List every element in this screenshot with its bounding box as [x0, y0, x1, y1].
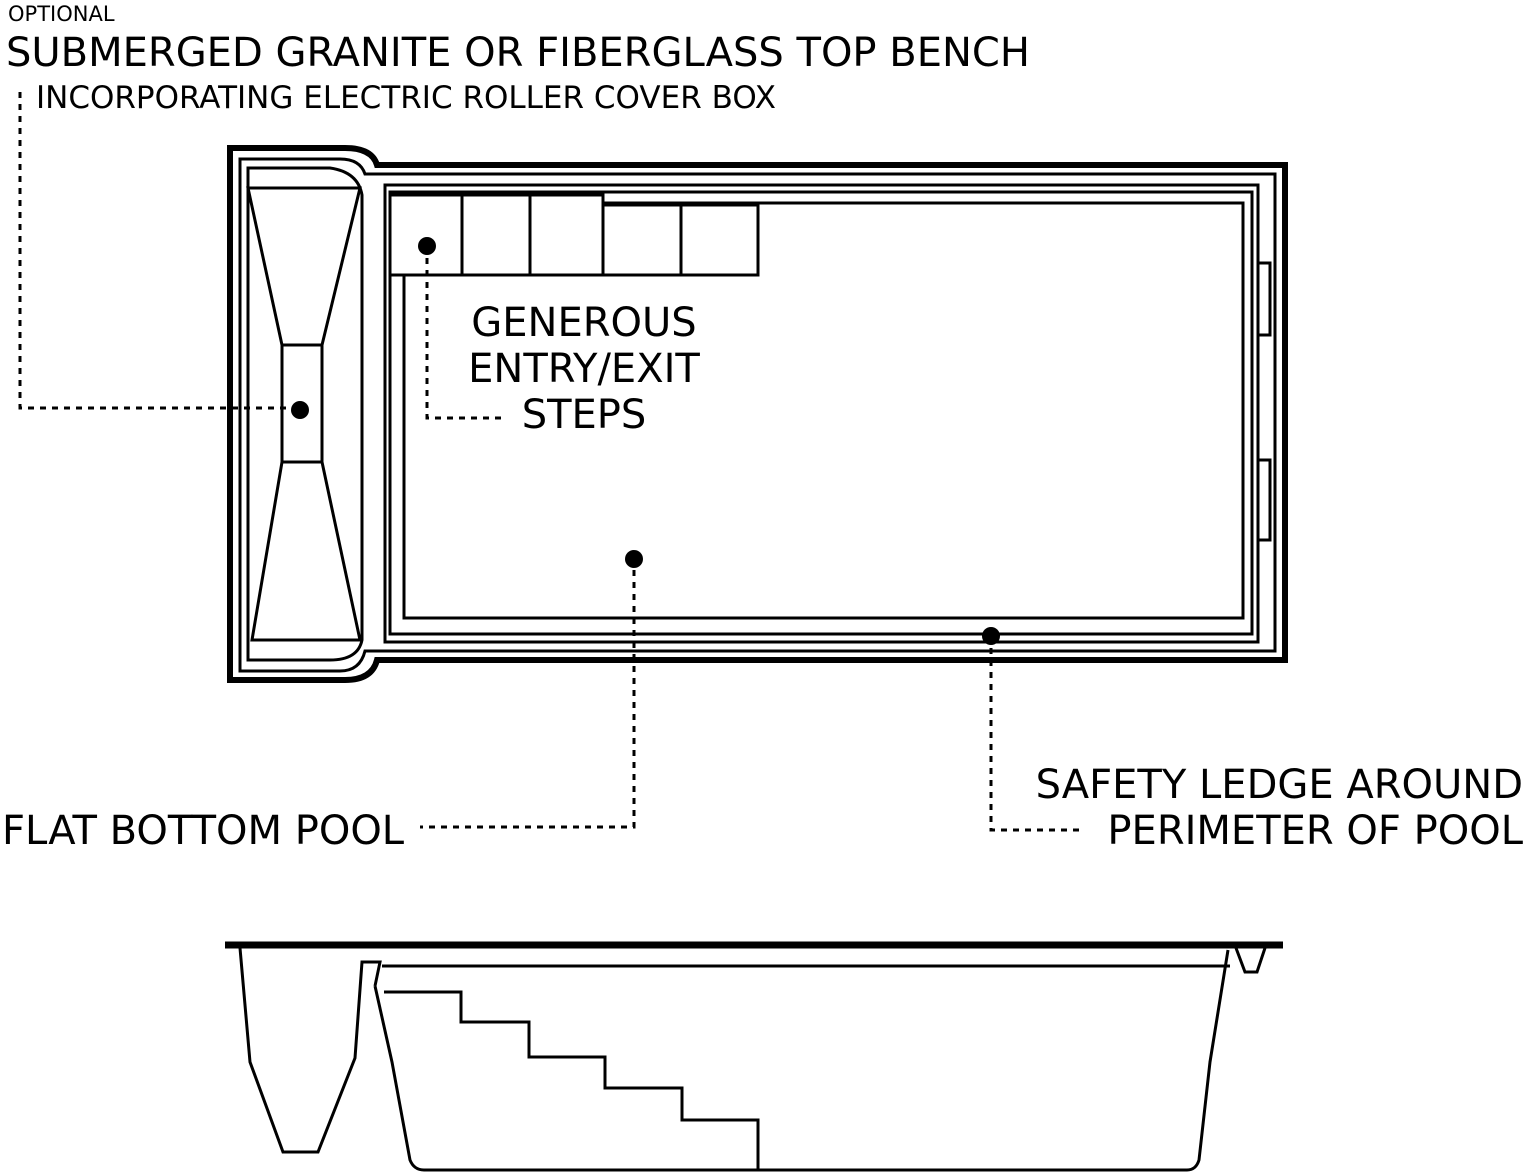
step-3 [528, 193, 605, 277]
flat-bottom-leader [420, 558, 636, 829]
flat-bottom-dot [625, 550, 643, 568]
skimmer-notch-bottom [1258, 458, 1272, 542]
steps-label-line: GENEROUS [471, 300, 697, 346]
ledge-middle [388, 190, 1254, 636]
pool-inner-outline [238, 157, 1277, 673]
pool-outer-outline [227, 145, 1288, 683]
section-view [225, 941, 1283, 1172]
bench-leader [18, 92, 300, 410]
steps-label: GENEROUS ENTRY/EXIT STEPS [462, 300, 706, 438]
callout-leaders [18, 92, 1085, 832]
safety-ledge-dot [982, 627, 1000, 645]
skimmer-section [1234, 947, 1267, 974]
step-5 [679, 203, 760, 277]
bench-section [238, 947, 382, 1154]
pool-shell-section [373, 949, 1230, 1172]
bench-dot [291, 401, 309, 419]
pool-floor-outline [402, 201, 1245, 620]
bench-outline [246, 166, 364, 662]
skimmer-notch-top [1258, 261, 1272, 337]
safety-ledge-label: SAFETY LEDGE AROUND PERIMETER OF POOL [1036, 762, 1523, 854]
safety-ledge-label-line: PERIMETER OF POOL [1107, 808, 1523, 854]
callout-dots [291, 237, 1000, 645]
bench-subtitle-label: INCORPORATING ELECTRIC ROLLER COVER BOX [36, 80, 776, 116]
bench-title-label: SUBMERGED GRANITE OR FIBERGLASS TOP BENC… [6, 30, 1030, 76]
ledge-outer [383, 183, 1260, 644]
steps-label-line: ENTRY/EXIT [468, 346, 700, 392]
flat-bottom-label: FLAT BOTTOM POOL [2, 808, 405, 854]
steps-label-line: STEPS [521, 392, 647, 438]
optional-label: OPTIONAL [8, 2, 115, 26]
steps-leader [425, 246, 505, 420]
steps-section [384, 990, 760, 1170]
step-2 [460, 193, 532, 277]
bench-bowtie [246, 186, 362, 642]
steps-dot [418, 237, 436, 255]
safety-ledge-label-line: SAFETY LEDGE AROUND [1035, 762, 1523, 808]
step-4 [601, 203, 683, 277]
safety-ledge-leader [989, 636, 1085, 832]
plan-view [227, 145, 1288, 683]
